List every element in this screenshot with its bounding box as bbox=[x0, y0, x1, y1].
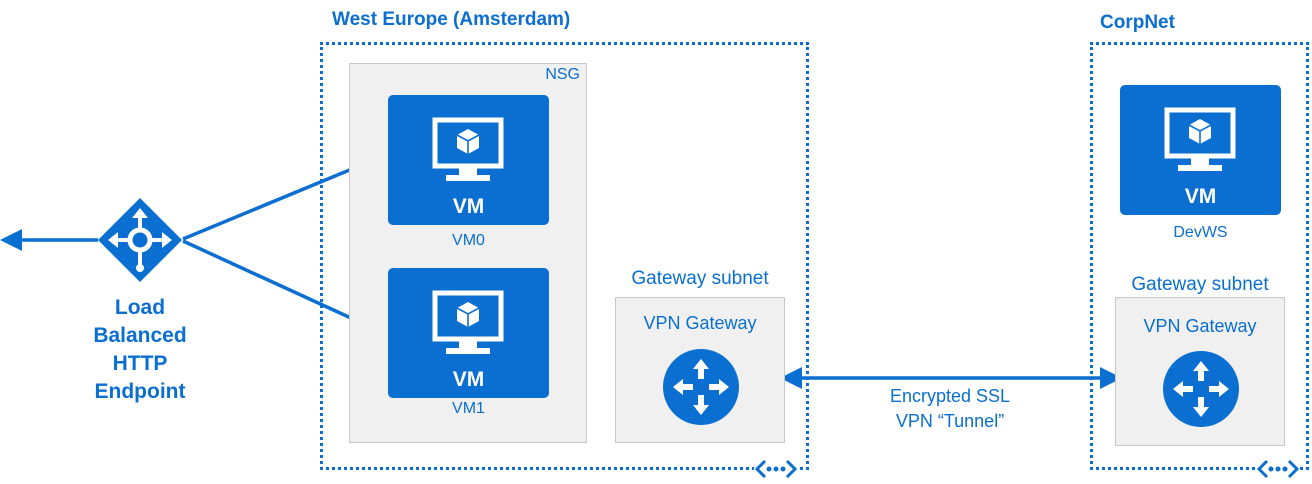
vpn-tunnel-label-line: VPN “Tunnel” bbox=[895, 411, 1005, 431]
vm-monitor-icon bbox=[1164, 107, 1236, 171]
vpn-tunnel-label-line: Encrypted SSL bbox=[889, 386, 1011, 406]
vpn-gateway-router-icon bbox=[1163, 351, 1239, 427]
lb-to-vm1-arrow bbox=[182, 239, 381, 333]
load-balancer-label-line: HTTP bbox=[112, 352, 168, 375]
virtual-network-icon bbox=[754, 456, 798, 482]
vm1-tile[interactable]: VM bbox=[388, 268, 549, 398]
west-vpn-gateway-label: VPN Gateway bbox=[643, 313, 757, 333]
vm0-tile-label: VM bbox=[452, 195, 485, 218]
lb-to-vm0-arrow bbox=[182, 155, 381, 241]
west-gateway-subnet-label: Gateway subnet bbox=[631, 268, 769, 289]
vm-monitor-icon bbox=[432, 290, 504, 354]
region-west-europe bbox=[320, 42, 809, 470]
load-balancer-label-line: Endpoint bbox=[94, 380, 186, 403]
vpn-tunnel-label: Encrypted SSL VPN “Tunnel” bbox=[860, 384, 1040, 434]
region-title-west-europe: West Europe (Amsterdam) bbox=[332, 9, 571, 30]
west-vpn-gateway-box[interactable]: VPN Gateway bbox=[615, 297, 785, 443]
devws-name: DevWS bbox=[1173, 224, 1228, 241]
virtual-network-icon bbox=[1256, 456, 1300, 482]
vm-monitor-icon bbox=[432, 117, 504, 181]
devws-tile-label: VM bbox=[1184, 185, 1217, 208]
corp-vpn-gateway-label: VPN Gateway bbox=[1143, 316, 1257, 336]
vm1-name: VM1 bbox=[452, 400, 485, 417]
vm0-tile[interactable]: VM bbox=[388, 95, 549, 225]
region-title-corpnet: CorpNet bbox=[1100, 12, 1175, 33]
load-balancer-label-line: Load bbox=[114, 296, 166, 319]
corp-vpn-gateway-box[interactable]: VPN Gateway bbox=[1115, 297, 1285, 446]
vpn-gateway-router-icon bbox=[663, 349, 739, 425]
vm1-tile-label: VM bbox=[452, 368, 485, 391]
vm0-name: VM0 bbox=[452, 232, 485, 249]
corp-gateway-subnet-label: Gateway subnet bbox=[1131, 274, 1269, 295]
region-corpnet bbox=[1090, 42, 1309, 470]
nsg-label: NSG bbox=[545, 66, 580, 83]
load-balancer-label-line: Balanced bbox=[93, 324, 187, 347]
devws-tile[interactable]: VM bbox=[1120, 85, 1281, 215]
load-balancer-icon[interactable] bbox=[96, 196, 184, 284]
load-balancer-label: Load Balanced HTTP Endpoint bbox=[70, 294, 210, 406]
